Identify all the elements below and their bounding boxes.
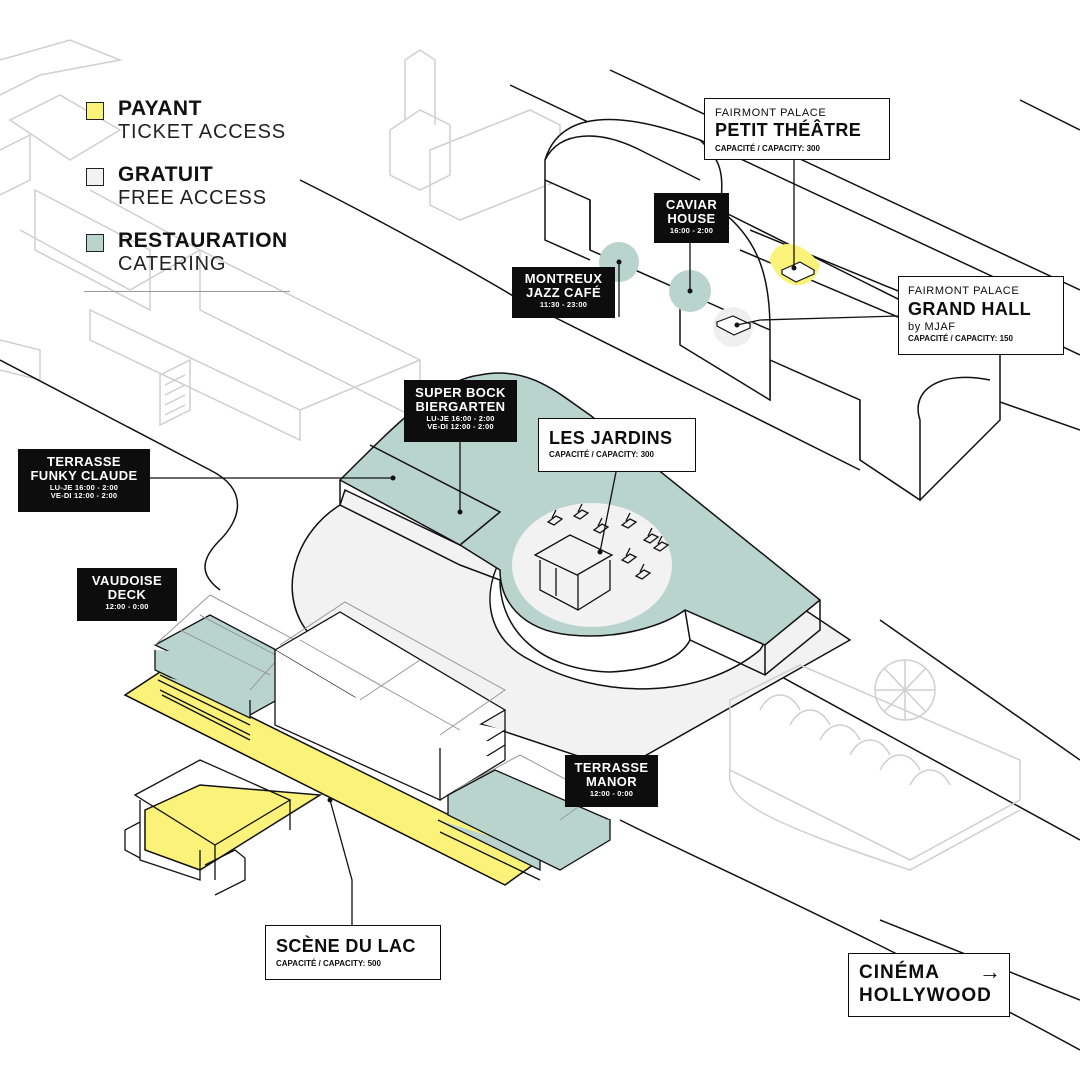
west-pavilion xyxy=(124,759,292,896)
label-terrasse-manor[interactable]: TERRASSE MANOR 12:00 - 0:00 xyxy=(565,755,658,807)
grand-hall-stage xyxy=(715,315,752,336)
venue-header: FAIRMONT PALACE xyxy=(715,107,827,119)
arrow-right-icon: → xyxy=(979,959,1002,984)
venue-hours: VE-DI 12:00 - 2:00 xyxy=(427,422,494,432)
venue-hours: 12:00 - 0:00 xyxy=(589,789,634,799)
deck-chairs xyxy=(546,503,670,580)
capacity-label: CAPACITÉ / CAPACITY: xyxy=(715,144,805,153)
venue-hours: LU-JE 16:00 - 2:00 xyxy=(49,483,119,493)
payant-swatch xyxy=(86,102,104,120)
legend-label-en: FREE ACCESS xyxy=(118,187,267,209)
capacity-label: CAPACITÉ / CAPACITY: xyxy=(276,959,366,968)
venue-title: SCÈNE DU LAC xyxy=(276,936,416,956)
venue-line1: CAVIAR xyxy=(665,197,718,212)
venue-line1: VAUDOISE xyxy=(91,573,163,588)
venue-line1: MONTREUX xyxy=(524,271,603,286)
capacity-value: 300 xyxy=(806,144,820,153)
legend-label-fr: PAYANT xyxy=(118,97,202,120)
venue-hours: VE-DI 12:00 - 2:00 xyxy=(50,491,118,501)
biergarten-divider xyxy=(369,444,502,546)
label-scene-du-lac[interactable]: SCÈNE DU LAC CAPACITÉ / CAPACITY: 500 xyxy=(265,925,441,980)
label-grand-hall[interactable]: FAIRMONT PALACE GRAND HALL by MJAF CAPAC… xyxy=(898,276,1064,355)
venue-line2: HOUSE xyxy=(667,210,716,226)
venue-title: GRAND HALL xyxy=(908,299,1031,319)
venue-line2: DECK xyxy=(107,586,147,602)
venue-hours: LU-JE 16:00 - 2:00 xyxy=(426,414,495,424)
jardins-pavilion xyxy=(533,534,614,611)
legend-item-gratuit: GRATUIT FREE ACCESS xyxy=(84,154,290,216)
capacity-label: CAPACITÉ / CAPACITY: xyxy=(549,450,639,459)
label-jazz-cafe[interactable]: MONTREUX JAZZ CAFÉ 11:30 - 23:00 xyxy=(512,267,615,318)
leader-lines xyxy=(150,160,899,925)
legend-label-en: CATERING xyxy=(118,253,227,275)
petit-theatre-stage xyxy=(780,261,816,283)
legend: PAYANT TICKET ACCESS GRATUIT FREE ACCESS… xyxy=(84,88,290,292)
venue-hours: 16:00 - 2:00 xyxy=(669,226,714,236)
legend-label-en: TICKET ACCESS xyxy=(118,121,286,143)
venue-capacity: CAPACITÉ / CAPACITY: 150 xyxy=(908,334,1013,343)
legend-label-fr: GRATUIT xyxy=(118,163,214,186)
venue-title: PETIT THÉÂTRE xyxy=(715,120,862,140)
scene-du-lac-west-area xyxy=(144,784,323,871)
gratuit-swatch xyxy=(86,168,104,186)
label-cinema-hollywood[interactable]: CINÉMA → HOLLYWOOD xyxy=(848,953,1010,1017)
jardins-platform-edge xyxy=(339,480,821,676)
label-petit-theatre[interactable]: FAIRMONT PALACE PETIT THÉÂTRE CAPACITÉ /… xyxy=(704,98,890,160)
legend-divider xyxy=(84,291,290,292)
venue-title: LES JARDINS xyxy=(549,428,673,448)
venue-line2: HOLLYWOOD xyxy=(859,985,992,1006)
venue-line2: JAZZ CAFÉ xyxy=(525,284,602,300)
terrasse-manor-roof xyxy=(454,754,596,821)
label-biergarten[interactable]: SUPER BOCK BIERGARTEN LU-JE 16:00 - 2:00… xyxy=(404,380,517,442)
label-funky-claude[interactable]: TERRASSE FUNKY CLAUDE LU-JE 16:00 - 2:00… xyxy=(18,449,150,512)
capacity-value: 300 xyxy=(640,450,654,459)
restauration-swatch xyxy=(86,234,104,252)
venue-capacity: CAPACITÉ / CAPACITY: 300 xyxy=(715,144,820,153)
venue-line2: BIERGARTEN xyxy=(415,398,506,414)
legend-item-payant: PAYANT TICKET ACCESS xyxy=(84,88,290,150)
grandstand-roof xyxy=(279,601,506,736)
venue-line1: CINÉMA xyxy=(859,962,940,983)
venue-line1: TERRASSE xyxy=(574,760,649,775)
venue-sub: by MJAF xyxy=(908,321,956,333)
venue-line2: FUNKY CLAUDE xyxy=(30,467,138,483)
jardins-lawn xyxy=(512,503,672,627)
venue-line1: TERRASSE xyxy=(47,454,121,469)
venue-capacity: CAPACITÉ / CAPACITY: 300 xyxy=(549,450,654,459)
legend-label-fr: RESTAURATION xyxy=(118,229,288,252)
legend-item-restauration: RESTAURATION CATERING xyxy=(84,220,290,282)
venue-capacity: CAPACITÉ / CAPACITY: 500 xyxy=(276,959,381,968)
venue-line1: SUPER BOCK xyxy=(415,385,506,400)
capacity-value: 150 xyxy=(999,334,1013,343)
vaudoise-deck-roof xyxy=(154,594,296,691)
capacity-value: 500 xyxy=(367,959,381,968)
venue-line2: MANOR xyxy=(585,773,638,789)
capacity-label: CAPACITÉ / CAPACITY: xyxy=(908,334,998,343)
label-caviar-house[interactable]: CAVIAR HOUSE 16:00 - 2:00 xyxy=(654,193,729,243)
label-les-jardins[interactable]: LES JARDINS CAPACITÉ / CAPACITY: 300 xyxy=(538,418,696,472)
label-vaudoise-deck[interactable]: VAUDOISE DECK 12:00 - 0:00 xyxy=(77,568,177,621)
venue-hours: 11:30 - 23:00 xyxy=(539,300,588,310)
venue-header: FAIRMONT PALACE xyxy=(908,285,1020,297)
cinema-building xyxy=(728,659,1021,871)
leader-dots xyxy=(327,259,797,803)
venue-hours: 12:00 - 0:00 xyxy=(105,602,149,612)
